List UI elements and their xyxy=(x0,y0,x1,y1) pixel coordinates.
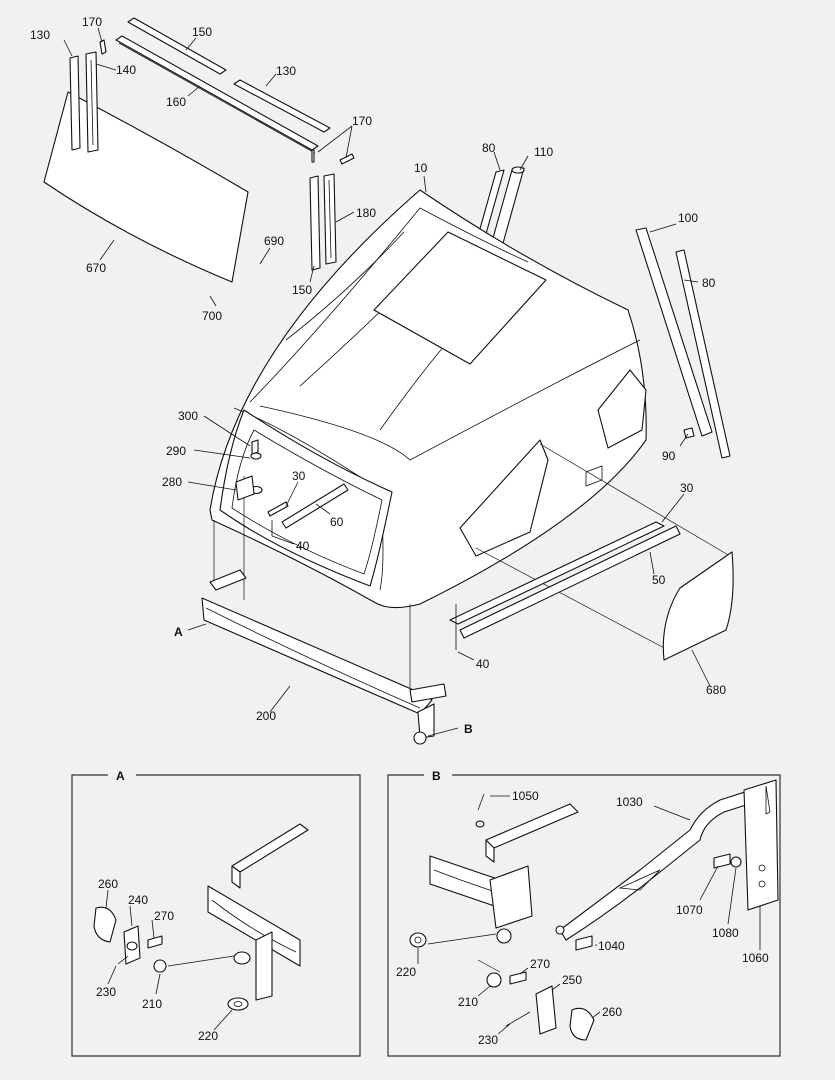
post-130-140 xyxy=(69,39,107,153)
callout-60: 60 xyxy=(330,515,344,529)
callout-210: 210 xyxy=(142,997,162,1011)
callout-80: 80 xyxy=(702,276,716,290)
callout-160: 160 xyxy=(166,95,186,109)
callout-150: 150 xyxy=(292,283,312,297)
detail-a-box: A 260 240 270 230 210 220 xyxy=(71,769,361,1057)
side-screen-680 xyxy=(662,551,734,661)
callout-40: 40 xyxy=(296,539,310,553)
callout-140: 140 xyxy=(116,63,136,77)
callout-250: 250 xyxy=(562,973,582,987)
callout-130: 130 xyxy=(276,64,296,78)
callout-200: 200 xyxy=(256,709,276,723)
callout-280: 280 xyxy=(162,475,182,489)
callout-10: 10 xyxy=(414,161,428,175)
callout-220: 220 xyxy=(396,965,416,979)
callout-80: 80 xyxy=(482,141,496,155)
callout-40: 40 xyxy=(476,657,490,671)
callout-1070: 1070 xyxy=(676,903,703,917)
callout-100: 100 xyxy=(678,211,698,225)
callout-50: 50 xyxy=(652,573,666,587)
callout-690: 690 xyxy=(264,234,284,248)
callout-1040: 1040 xyxy=(598,939,625,953)
callout-300: 300 xyxy=(178,409,198,423)
callout-b: B xyxy=(464,722,473,736)
callout-30: 30 xyxy=(292,469,306,483)
callout-240: 240 xyxy=(128,893,148,907)
callout-230: 230 xyxy=(96,985,116,999)
callout-130: 130 xyxy=(30,28,50,42)
callout-30: 30 xyxy=(680,481,694,495)
rail-100-80 xyxy=(635,227,731,459)
callout-270: 270 xyxy=(154,909,174,923)
leader-lines xyxy=(63,27,711,737)
detail-b-title: B xyxy=(432,769,441,783)
callout-1060: 1060 xyxy=(742,951,769,965)
callout-670: 670 xyxy=(86,261,106,275)
callout-210: 210 xyxy=(458,995,478,1009)
callout-230: 230 xyxy=(478,1033,498,1047)
detail-b-box: B xyxy=(387,769,781,1057)
callout-1080: 1080 xyxy=(712,926,739,940)
callout-290: 290 xyxy=(166,444,186,458)
callout-260: 260 xyxy=(98,877,118,891)
callout-1050: 1050 xyxy=(512,789,539,803)
callout-a: A xyxy=(174,625,183,639)
callout-680: 680 xyxy=(706,683,726,697)
top-bars xyxy=(115,17,331,163)
callout-220: 220 xyxy=(198,1029,218,1043)
front-fasteners xyxy=(235,439,349,536)
front-bumper-200 xyxy=(201,569,447,745)
callout-150: 150 xyxy=(192,25,212,39)
callout-1030: 1030 xyxy=(616,795,643,809)
callout-90: 90 xyxy=(662,449,676,463)
callout-700: 700 xyxy=(202,309,222,323)
post-150-180 xyxy=(309,153,355,271)
callout-180: 180 xyxy=(356,206,376,220)
side-rails-30-50 xyxy=(449,521,681,650)
main-callouts: 130 170 140 150 160 130 170 180 150 670 … xyxy=(30,15,726,736)
callout-260: 260 xyxy=(602,1005,622,1019)
callout-170: 170 xyxy=(352,114,372,128)
detail-a-title: A xyxy=(116,769,125,783)
callout-170: 170 xyxy=(82,15,102,29)
callout-110: 110 xyxy=(534,145,553,159)
callout-270: 270 xyxy=(530,957,550,971)
